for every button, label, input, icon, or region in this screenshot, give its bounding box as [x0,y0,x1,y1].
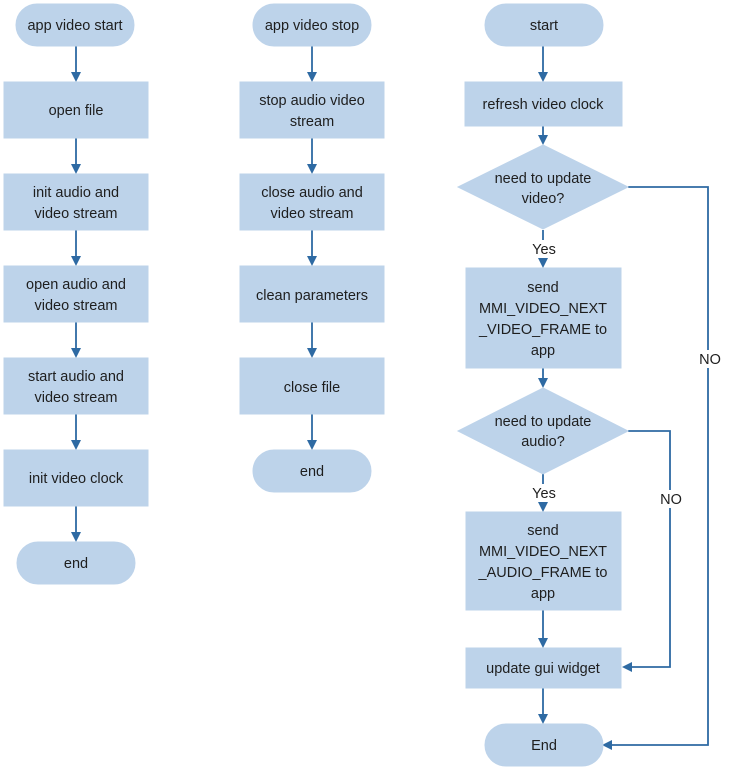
init-streams-step: init audio and video stream [3,173,149,231]
decision-audio-label-line-1: need to update [495,414,592,430]
send-audio-label-line-1: send [527,523,558,539]
flow-start-terminal-label: app video start [27,18,122,34]
send-audio-frame-step: send MMI_VIDEO_NEXT _AUDIO_FRAME to app [465,511,622,611]
send-video-label-line-3: _VIDEO_FRAME to [478,322,607,338]
send-video-frame-step: send MMI_VIDEO_NEXT _VIDEO_FRAME to app [465,267,622,369]
no-audio-label-bg [655,490,687,508]
no-video-label-bg [692,350,724,368]
update-gui-widget-label: update gui widget [486,661,600,677]
refresh-clock-step: refresh video clock [464,81,623,127]
yes-audio-label-bg [528,484,560,502]
refresh-clock-label: refresh video clock [483,97,605,113]
flow-stop-terminal-label: app video stop [265,18,359,34]
stop-streams-label-line-1: stop audio video [259,93,365,109]
clean-parameters-label: clean parameters [256,288,368,304]
flow-start-terminal: app video start [15,3,135,47]
flow-stop-end-terminal: end [252,449,372,493]
start-streams-label-line-2: video stream [34,390,117,406]
start-streams-step: start audio and video stream [3,357,149,415]
flow-start-end-terminal: end [16,541,136,585]
decision-update-audio: need to update audio? [456,387,630,475]
open-streams-label-line-2: video stream [34,298,117,314]
flow-loop-end-terminal: End [484,723,604,767]
open-file-label: open file [49,103,104,119]
flow-loop-start-terminal: start [484,3,604,47]
decision-video-label-line-2: video? [522,191,565,207]
decision-update-video: need to update video? [456,144,630,230]
flow-loop-start-label: start [530,18,558,34]
yes-video-label: Yes [532,242,556,258]
clean-parameters-step: clean parameters [239,265,385,323]
flow-loop-connectors [538,46,709,750]
flow-stop-end-label: end [300,464,324,480]
init-clock-step: init video clock [3,449,149,507]
close-streams-label-line-2: video stream [270,206,353,222]
decision-audio-label-line-2: audio? [521,434,565,450]
yes-audio-label: Yes [532,486,556,502]
yes-video-label-bg [528,240,560,258]
send-audio-label-line-2: MMI_VIDEO_NEXT [479,544,607,560]
send-video-label-line-2: MMI_VIDEO_NEXT [479,301,607,317]
init-streams-label-line-1: init audio and [33,185,119,201]
update-gui-widget-step: update gui widget [465,647,622,689]
no-audio-label: NO [660,492,682,508]
flow-stop-terminal: app video stop [252,3,372,47]
no-video-label: NO [699,352,721,368]
send-audio-label-line-3: _AUDIO_FRAME to [478,565,608,581]
send-video-label-line-4: app [531,343,555,359]
close-file-label: close file [284,380,340,396]
close-streams-label-line-1: close audio and [261,185,363,201]
open-file-step: open file [3,81,149,139]
init-clock-label: init video clock [29,471,124,487]
flow-loop-end-label: End [531,738,557,754]
init-streams-label-line-2: video stream [34,206,117,222]
send-audio-label-line-4: app [531,586,555,602]
flow-start-end-label: end [64,556,88,572]
start-streams-label-line-1: start audio and [28,369,124,385]
stop-streams-step: stop audio video stream [239,81,385,139]
decision-video-label-line-1: need to update [495,171,592,187]
open-streams-step: open audio and video stream [3,265,149,323]
close-streams-step: close audio and video stream [239,173,385,231]
send-video-label-line-1: send [527,280,558,296]
open-streams-label-line-1: open audio and [26,277,126,293]
close-file-step: close file [239,357,385,415]
stop-streams-label-line-2: stream [290,114,334,130]
